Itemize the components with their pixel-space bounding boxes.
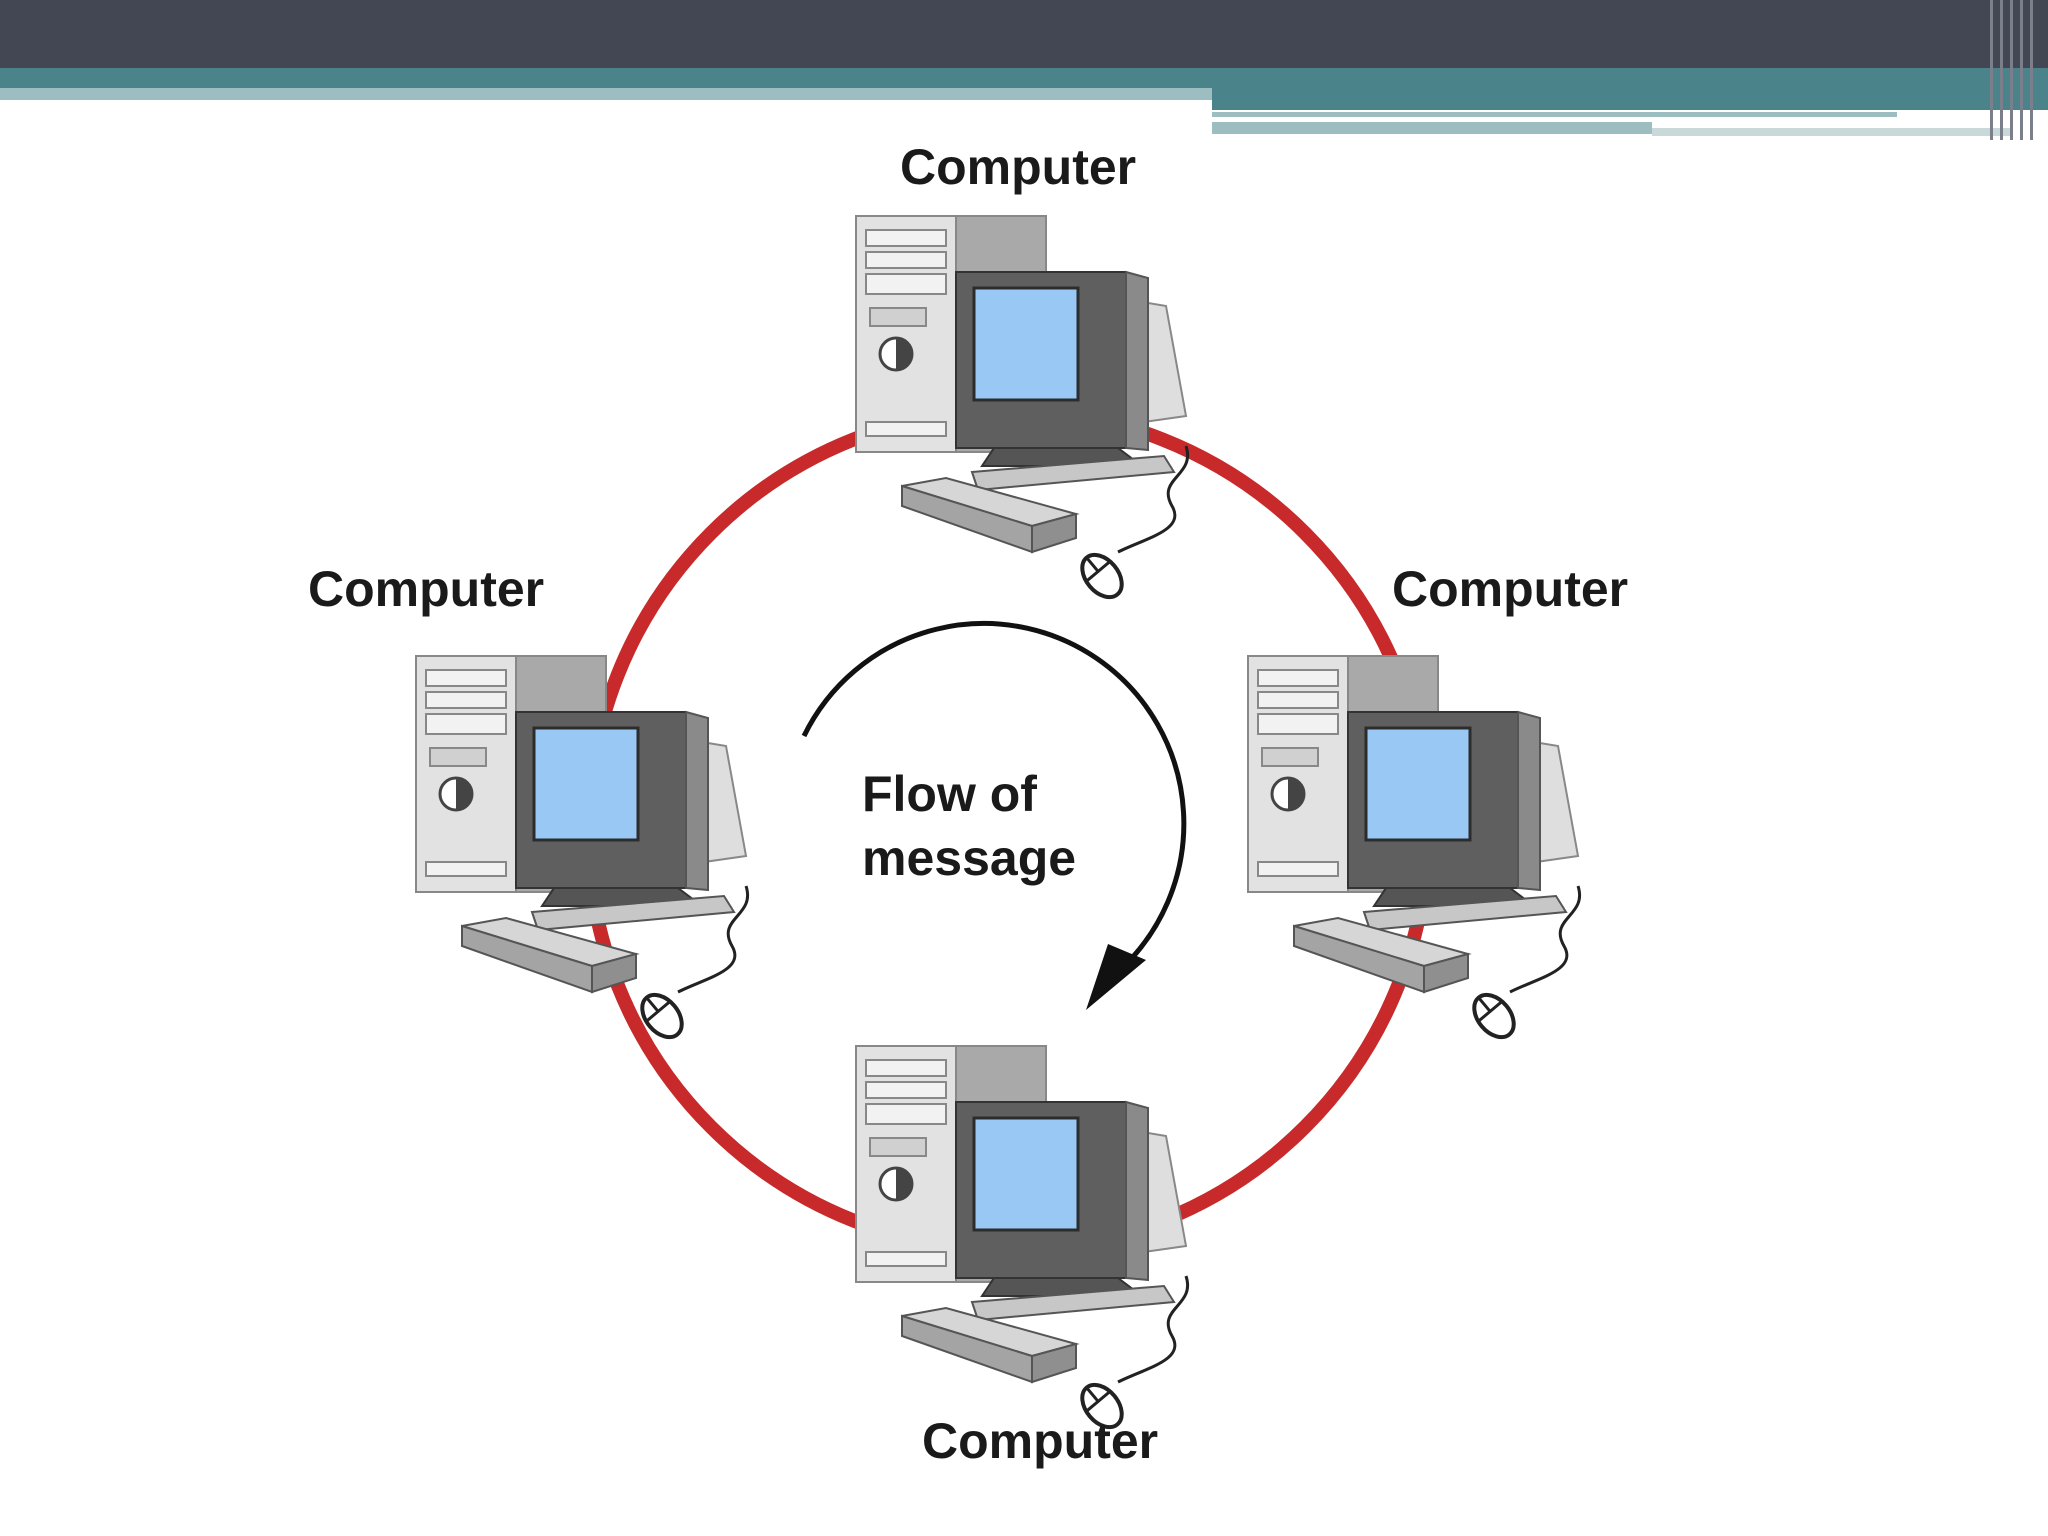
header-accent-band-right bbox=[1212, 88, 2048, 110]
header-edge-line bbox=[2030, 0, 2033, 140]
header-bar bbox=[0, 0, 2048, 68]
flow-arrow bbox=[801, 621, 1187, 972]
header-edge-line bbox=[2010, 0, 2013, 140]
header-edge-line bbox=[2020, 0, 2023, 140]
node-label-left: Computer bbox=[308, 561, 545, 617]
header-rule bbox=[1212, 112, 1897, 117]
arrow-head bbox=[1086, 944, 1146, 1010]
header-edge-line bbox=[1990, 0, 1993, 140]
header-edge-line bbox=[2000, 0, 2003, 140]
flow-of-message-label: Flow of message bbox=[862, 762, 1122, 890]
header-accent-band bbox=[0, 68, 2048, 88]
computer-icon bbox=[1246, 654, 1582, 1047]
node-label-top: Computer bbox=[900, 139, 1137, 195]
flow-label-line-1: Flow of bbox=[862, 766, 1037, 822]
node-label-bottom: Computer bbox=[922, 1413, 1159, 1469]
header-accent-light bbox=[0, 88, 1212, 100]
header-rule bbox=[1212, 122, 1652, 134]
computer-icon bbox=[414, 654, 750, 1047]
flow-label-line-2: message bbox=[862, 830, 1077, 886]
computer-icon bbox=[854, 1044, 1190, 1437]
computer-icon bbox=[854, 214, 1190, 607]
node-label-right: Computer bbox=[1392, 561, 1629, 617]
header-rule bbox=[1652, 128, 2012, 136]
